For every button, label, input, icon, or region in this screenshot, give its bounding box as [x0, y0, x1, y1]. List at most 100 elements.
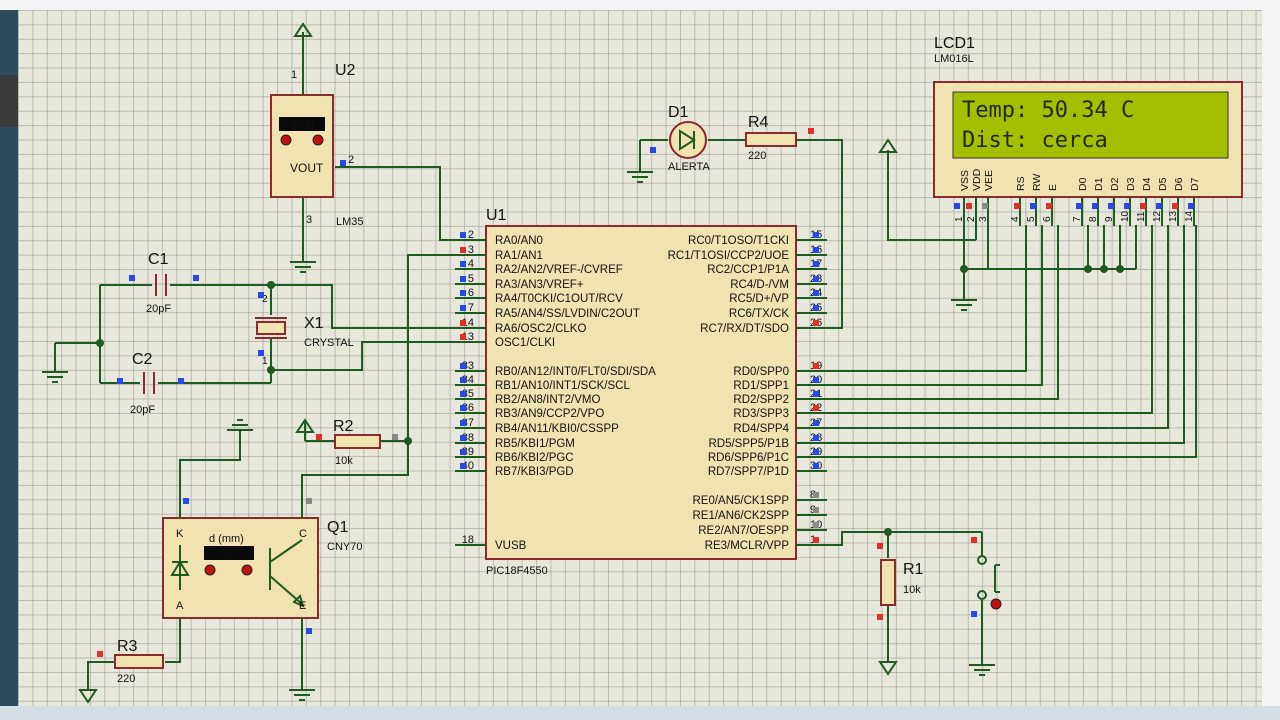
pin-state-marker — [1124, 203, 1130, 209]
pin-state-marker — [460, 320, 466, 326]
svg-text:A: A — [176, 600, 184, 612]
side-tab[interactable] — [0, 75, 18, 127]
u1-model: PIC18F4550 — [486, 565, 548, 577]
d1-led[interactable]: D1 ALERTA — [668, 104, 710, 173]
svg-text:2: 2 — [348, 154, 354, 166]
lcd-model: LM016L — [934, 53, 974, 65]
u1-pin-name: RA4/T0CKI/C1OUT/RCV — [495, 293, 623, 305]
pin-state-marker — [460, 420, 466, 426]
pin-state-marker — [813, 492, 819, 498]
ground-icon — [290, 261, 316, 273]
svg-text:10k: 10k — [335, 455, 353, 467]
u1-pin-number: 7 — [468, 302, 474, 314]
pin-state-marker — [392, 434, 398, 440]
pin-state-marker — [460, 435, 466, 441]
pin-state-marker — [460, 290, 466, 296]
pin-state-marker — [460, 363, 466, 369]
u1-pin-name: RB0/AN12/INT0/FLT0/SDI/SDA — [495, 366, 656, 378]
pin-state-marker — [877, 614, 883, 620]
u1-pin-name: OSC1/CLKI — [495, 337, 555, 349]
ground-icon — [227, 419, 253, 431]
power-arrow-icon — [295, 418, 315, 433]
u1-pin-name: RD7/SPP7/P1D — [708, 466, 789, 478]
pin-state-marker — [813, 507, 819, 513]
lcd-pin-name: RS — [1015, 176, 1027, 191]
pin-state-marker — [971, 537, 977, 543]
lcd1-display[interactable]: Temp: 50.34 C Dist: cerca LCD1 LM016L VS… — [933, 35, 1243, 226]
u1-pin-name: RB4/AN11/KBI0/CSSPP — [495, 423, 619, 435]
ground-icon — [951, 299, 977, 311]
pin-state-marker — [982, 203, 988, 209]
u1-pin-name: RA1/AN1 — [495, 250, 543, 262]
u1-pin-number: 3 — [468, 244, 474, 256]
r1-resistor[interactable]: R1 10k — [880, 559, 924, 606]
lcd-pin-name: D7 — [1189, 177, 1201, 191]
u1-pin-name: RD4/SPP4 — [733, 423, 789, 435]
pin-state-marker — [258, 292, 264, 298]
svg-text:20pF: 20pF — [146, 303, 171, 315]
pin-state-marker — [460, 276, 466, 282]
lcd-pin-number: 6 — [1042, 216, 1053, 222]
u1-pin-name: RB1/AN10/INT1/SCK/SCL — [495, 380, 630, 392]
pin-state-marker — [117, 378, 123, 384]
u1-pin-name: RB5/KBI1/PGM — [495, 438, 575, 450]
u1-pin-name: RC4/D-/VM — [730, 279, 789, 291]
pin-state-marker — [954, 203, 960, 209]
lcd-pin-name: RW — [1031, 174, 1043, 191]
u1-pin-name: RD2/SPP2 — [733, 394, 789, 406]
u1-pin-name: RD6/SPP6/P1C — [708, 452, 789, 464]
u1-pin-name: RC1/T1OSI/CCP2/UOE — [668, 250, 790, 262]
svg-text:220: 220 — [748, 150, 766, 162]
svg-text:20pF: 20pF — [130, 404, 155, 416]
window-frame-bottom — [0, 706, 1280, 720]
reset-switch[interactable] — [977, 555, 1002, 610]
svg-text:R1: R1 — [903, 561, 924, 578]
lcd-pin-number: 2 — [966, 216, 977, 222]
u1-ref: U1 — [486, 207, 507, 224]
r4-resistor[interactable]: R4 220 — [745, 114, 797, 162]
u2-lm35[interactable]: 50.0 VOUT U2 LM35 1 2 3 — [270, 62, 364, 228]
distance-readout: 3.3 — [221, 548, 236, 560]
c1-capacitor[interactable] — [155, 274, 167, 296]
pin-state-marker — [1156, 203, 1162, 209]
pin-state-marker — [178, 378, 184, 384]
pin-state-marker — [1092, 203, 1098, 209]
lcd-pin-number: 7 — [1072, 216, 1083, 222]
pin-state-marker — [813, 420, 819, 426]
svg-text:CRYSTAL: CRYSTAL — [304, 337, 354, 349]
svg-text:K: K — [176, 528, 184, 540]
junctions — [96, 265, 1124, 536]
u1-pin-name: RA0/AN0 — [495, 235, 543, 247]
q1-cny70[interactable]: d (mm) 3.3 K A C E Q1 CNY70 — [162, 517, 362, 619]
power-arrow-icon — [293, 22, 313, 37]
lcd-pin-number: 11 — [1136, 211, 1147, 222]
pin-state-marker — [813, 537, 819, 543]
lcd-pin-number: 3 — [978, 216, 989, 222]
pin-state-marker — [460, 391, 466, 397]
lcd-pin-name: D0 — [1077, 177, 1089, 191]
pin-state-marker — [971, 611, 977, 617]
u1-pin-name: RC0/T1OSO/T1CKI — [688, 235, 789, 247]
lcd-line-1: Temp: 50.34 C — [962, 98, 1134, 123]
pin-state-markers — [97, 128, 1194, 657]
r2-resistor[interactable]: R2 10k — [333, 418, 381, 467]
pin-state-marker — [813, 320, 819, 326]
u1-pin-name: RA6/OSC2/CLKO — [495, 323, 586, 335]
c2-capacitor[interactable] — [143, 372, 155, 394]
u1-pin-name: RA3/AN3/VREF+ — [495, 279, 584, 291]
pin-state-marker — [129, 275, 135, 281]
svg-text:10k: 10k — [903, 584, 921, 596]
lcd-pin-name: D6 — [1173, 177, 1185, 191]
lcd-pin-number: 1 — [954, 216, 965, 222]
pin-state-marker — [183, 498, 189, 504]
pin-state-marker — [1030, 203, 1036, 209]
u2-model: LM35 — [336, 216, 364, 228]
x1-crystal[interactable]: X1 CRYSTAL 2 1 — [255, 294, 354, 367]
r3-resistor[interactable]: R3 220 — [114, 638, 164, 685]
lcd-pin-name: E — [1047, 184, 1059, 191]
lcd-pin-name: D5 — [1157, 177, 1169, 191]
svg-text:1: 1 — [291, 69, 297, 81]
